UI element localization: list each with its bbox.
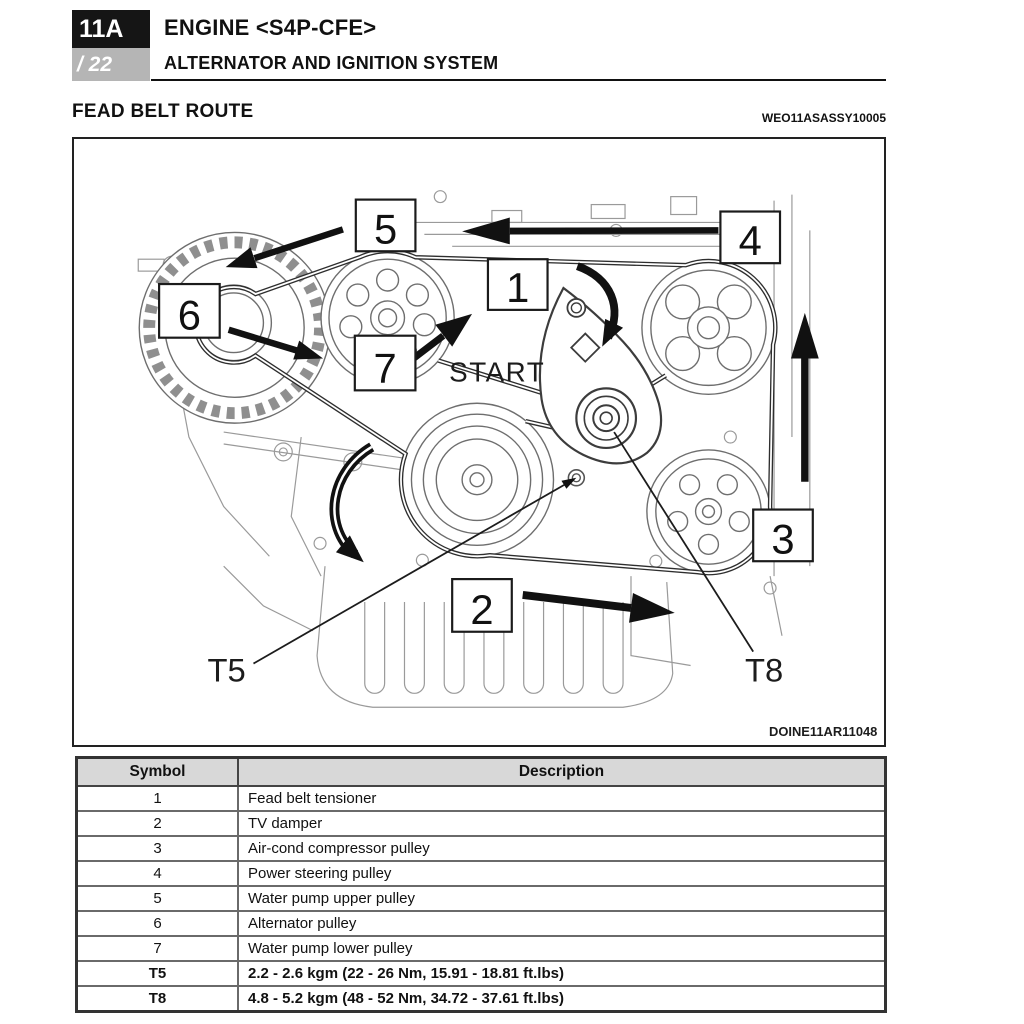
- description-cell: Alternator pulley: [237, 910, 887, 937]
- t5-leader-line: [253, 483, 565, 665]
- description-cell: TV damper: [237, 810, 887, 837]
- callout-label-2: 2: [470, 586, 493, 633]
- description-cell: Fead belt tensioner: [237, 785, 887, 812]
- symbol-cell: 3: [75, 835, 239, 862]
- table-row: 4 Power steering pulley: [75, 860, 887, 887]
- callout-box-7: [353, 334, 417, 392]
- belt-direction-arrows: [225, 217, 819, 623]
- torque-label-t8: T8: [745, 651, 783, 688]
- symbol-cell: T8: [75, 985, 239, 1013]
- symbol-cell: 2: [75, 810, 239, 837]
- t8-leader-line: [613, 431, 754, 653]
- table-row: 2 TV damper: [75, 810, 887, 837]
- description-cell: Water pump upper pulley: [237, 885, 887, 912]
- alternator-direction-arrow: [253, 226, 344, 262]
- belt-route-diagram: 5 6 7 1 4 3 2 START T5 T8 DOINE11AR11048: [137, 190, 877, 739]
- table-row: 3 Air-cond compressor pulley: [75, 835, 887, 862]
- callout-box-4: [719, 210, 782, 265]
- callout-box-3: [752, 508, 814, 563]
- callout-label-7: 7: [374, 344, 397, 391]
- symbol-cell: T5: [75, 960, 239, 987]
- callout-box-5: [354, 198, 417, 253]
- torque-row-t5: T5 2.2 - 2.6 kgm (22 - 26 Nm, 15.91 - 18…: [75, 960, 887, 987]
- page-subtitle: ALTERNATOR AND IGNITION SYSTEM: [164, 53, 499, 73]
- figure-code: DOINE11AR11048: [769, 724, 877, 739]
- symbol-cell: 7: [75, 935, 239, 962]
- section-title: FEAD BELT ROUTE: [72, 101, 254, 122]
- description-column-header: Description: [237, 756, 887, 787]
- callout-box-6: [158, 282, 221, 339]
- torque-label-t5: T5: [208, 651, 246, 688]
- bottom-right-direction-arrow: [522, 591, 632, 612]
- torque-row-t8: T8 4.8 - 5.2 kgm (48 - 52 Nm, 34.72 - 37…: [75, 985, 887, 1013]
- start-label: START: [449, 356, 545, 387]
- table-row: 5 Water pump upper pulley: [75, 885, 887, 912]
- parts-table: Symbol Description 1 Fead belt tensioner…: [75, 756, 887, 1013]
- table-header-row: Symbol Description: [75, 756, 887, 787]
- callout-label-4: 4: [739, 217, 762, 264]
- description-cell: Air-cond compressor pulley: [237, 835, 887, 862]
- table-row: 1 Fead belt tensioner: [75, 785, 887, 812]
- symbol-column-header: Symbol: [75, 756, 239, 787]
- description-cell: 2.2 - 2.6 kgm (22 - 26 Nm, 15.91 - 18.81…: [237, 960, 887, 987]
- callout-label-5: 5: [374, 205, 397, 252]
- callout-boxes: 5 6 7 1 4 3 2: [158, 198, 814, 633]
- page-title: ENGINE <S4P-CFE>: [164, 15, 377, 40]
- belt-route-figure: 5 6 7 1 4 3 2 START T5 T8 DOINE11AR11048: [72, 137, 886, 747]
- description-cell: 4.8 - 5.2 kgm (48 - 52 Nm, 34.72 - 37.61…: [237, 985, 887, 1013]
- callout-label-3: 3: [771, 515, 794, 562]
- symbol-cell: 5: [75, 885, 239, 912]
- symbol-cell: 6: [75, 910, 239, 937]
- description-cell: Power steering pulley: [237, 860, 887, 887]
- symbol-cell: 1: [75, 785, 239, 812]
- lower-pulley-direction-arrow: [227, 326, 299, 354]
- table-row: 7 Water pump lower pulley: [75, 935, 887, 962]
- callout-box-1: [486, 258, 549, 311]
- callout-box-2: [451, 578, 513, 633]
- page-indicator-badge: / 22: [72, 48, 150, 81]
- description-cell: Water pump lower pulley: [237, 935, 887, 962]
- chapter-code-badge: 11A: [72, 10, 150, 48]
- callout-label-1: 1: [506, 264, 529, 311]
- symbol-cell: 4: [75, 860, 239, 887]
- belt-tensioner-drawing: [538, 286, 663, 487]
- document-code: WEO11ASASSY10005: [761, 111, 886, 125]
- header-divider: [151, 79, 886, 81]
- callout-label-6: 6: [178, 292, 201, 339]
- torque-leaders: [253, 431, 754, 665]
- table-row: 6 Alternator pulley: [75, 910, 887, 937]
